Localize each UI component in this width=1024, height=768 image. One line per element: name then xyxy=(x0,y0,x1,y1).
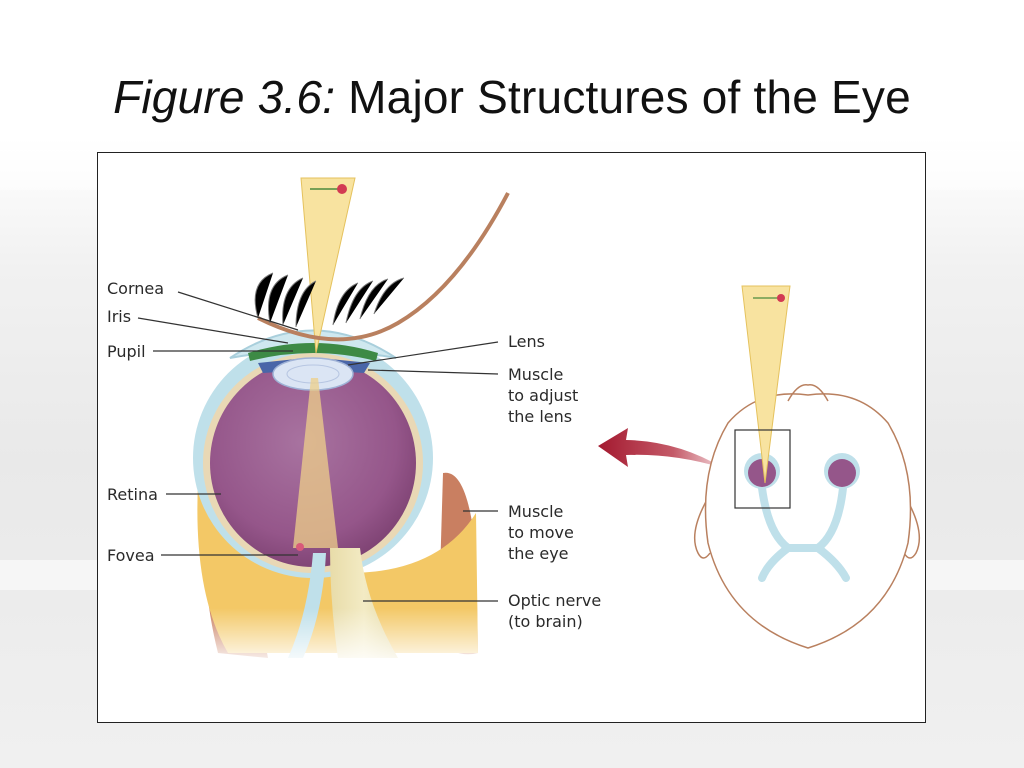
label-fovea: Fovea xyxy=(107,546,155,565)
muscle-lens-leader xyxy=(367,369,499,375)
eye-diagram: Cornea Iris Pupil Retina Fovea Lens Musc… xyxy=(107,177,921,668)
optic-sheath xyxy=(288,553,326,658)
label-muscle-lens-2: to adjust xyxy=(508,386,578,405)
label-pupil: Pupil xyxy=(107,342,146,361)
label-lens: Lens xyxy=(508,332,545,351)
focused-light-cone xyxy=(293,378,338,548)
leader-lines xyxy=(137,291,499,602)
label-muscle-eye-1: Muscle xyxy=(508,502,563,521)
label-muscle-lens-1: Muscle xyxy=(508,365,563,384)
label-muscle-eye-2: to move xyxy=(508,523,574,542)
eye-cross-section xyxy=(188,177,510,668)
label-optic-nerve-2: (to brain) xyxy=(508,612,583,631)
optic-path-left xyxy=(758,484,795,582)
figure-number: Figure 3.6: xyxy=(113,71,336,123)
label-iris: Iris xyxy=(107,307,131,326)
small-eye-right xyxy=(828,459,856,487)
bottom-fade xyxy=(188,608,488,668)
nose xyxy=(787,384,829,402)
ear-left xyxy=(693,497,711,559)
label-retina: Retina xyxy=(107,485,158,504)
iris-shape xyxy=(248,343,378,361)
eyelid xyxy=(257,192,510,342)
ear-right xyxy=(903,497,921,559)
head-outline xyxy=(704,393,912,649)
figure-frame: Cornea Iris Pupil Retina Fovea Lens Musc… xyxy=(97,152,926,723)
zoom-arrow xyxy=(598,428,723,468)
label-optic-nerve-1: Optic nerve xyxy=(508,591,601,610)
small-eye-left xyxy=(748,459,776,487)
label-muscle-lens-3: the lens xyxy=(508,407,572,426)
rose-object-icon xyxy=(310,184,347,194)
optic-path-right xyxy=(811,484,850,582)
fovea-mark xyxy=(296,543,304,551)
figure-caption: Major Structures of the Eye xyxy=(348,71,911,123)
small-rose-icon xyxy=(753,294,785,302)
label-cornea: Cornea xyxy=(107,279,164,298)
head-top-view xyxy=(693,285,921,649)
lens-leader xyxy=(347,341,499,366)
slide-title: Figure 3.6: Major Structures of the Eye xyxy=(0,70,1024,124)
incoming-light-cone xyxy=(300,177,356,354)
cornea-leader xyxy=(177,291,299,331)
eyelashes xyxy=(254,272,405,328)
iris-leader xyxy=(137,317,289,344)
zoom-box xyxy=(734,429,791,509)
label-muscle-eye-3: the eye xyxy=(508,544,569,563)
small-light-cone xyxy=(741,285,791,484)
